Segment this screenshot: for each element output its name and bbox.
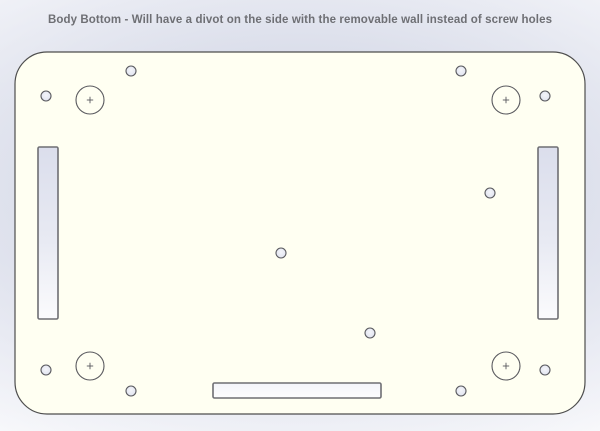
boss-screw-boss-bottom-right-circle (491, 351, 521, 381)
boss-hole-group (75, 85, 521, 381)
hole-hole-br-outer (539, 364, 551, 376)
boss-screw-boss-top-left (75, 85, 105, 115)
slot-group (37, 146, 559, 399)
hole-hole-center (275, 247, 287, 259)
hole-hole-br-lower (455, 385, 467, 397)
hole-hole-tl-outer (40, 90, 52, 102)
boss-screw-boss-top-right (491, 85, 521, 115)
boss-screw-boss-top-left-circle (75, 85, 105, 115)
hole-hole-tr-upper (455, 65, 467, 77)
slot-right-vertical-slot (537, 146, 559, 320)
plate-body (14, 51, 586, 415)
hole-hole-tr-outer (539, 90, 551, 102)
slot-bottom-horizontal-slot (212, 382, 382, 399)
hole-hole-right-mid (484, 187, 496, 199)
hole-hole-tl-upper (125, 65, 137, 77)
hole-hole-bl-lower (125, 385, 137, 397)
hole-hole-lower-center (364, 327, 376, 339)
boss-screw-boss-bottom-left-circle (75, 351, 105, 381)
plate-outline (14, 51, 586, 415)
hole-hole-bl-outer (40, 364, 52, 376)
boss-screw-boss-bottom-left (75, 351, 105, 381)
small-hole-group (40, 65, 551, 397)
drawing-title: Body Bottom - Will have a divot on the s… (47, 14, 553, 26)
boss-screw-boss-bottom-right (491, 351, 521, 381)
boss-screw-boss-top-right-circle (491, 85, 521, 115)
slot-left-vertical-slot (37, 146, 59, 320)
